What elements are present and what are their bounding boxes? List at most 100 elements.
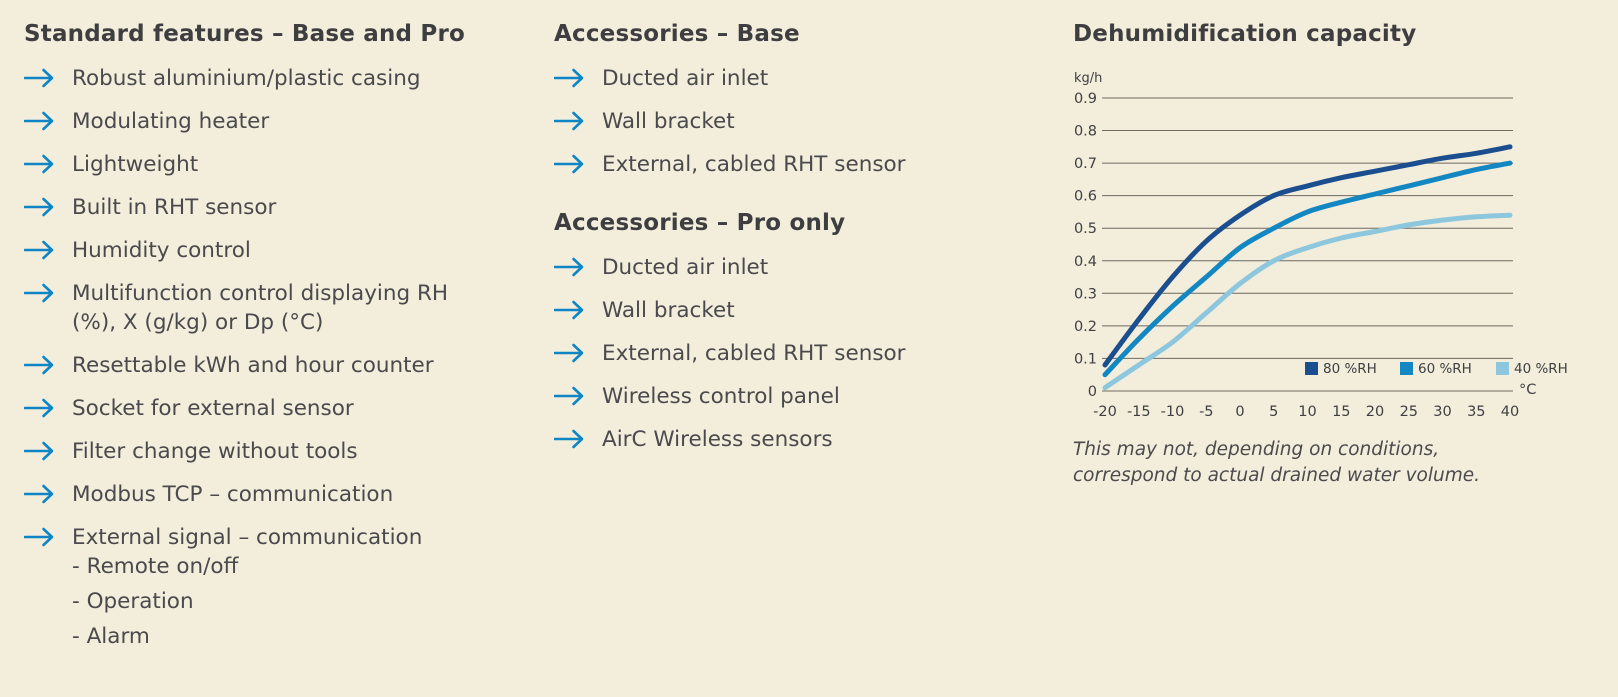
arrow-right-icon [24,279,72,304]
arrow-right-icon [24,193,72,218]
y-tick-label: 0 [1088,384,1097,400]
list-item: Resettable kWh and hour counter [24,351,554,380]
legend-label: 80 %RH [1323,361,1377,377]
list-item-label: Wall bracket [602,109,735,134]
x-tick-label: 0 [1235,404,1244,420]
list-item: Multifunction control displaying RH (%),… [24,279,554,337]
arrow-right-icon [554,425,602,450]
x-axis-unit-label: °C [1519,382,1536,398]
x-tick-label: 5 [1269,404,1278,420]
list-item: Wall bracket [554,296,1073,325]
list-item-label: Wireless control panel [602,384,840,409]
x-tick-label: -10 [1161,404,1185,420]
list-item: AirC Wireless sensors [554,425,1073,454]
list-item: Wall bracket [554,107,1073,136]
list-item-label: Socket for external sensor [72,396,354,421]
features-title: Standard features – Base and Pro [24,21,466,47]
accessories-base-list: Ducted air inlet Wall bracket External, … [554,64,1073,179]
x-tick-label: 35 [1467,404,1485,420]
legend-label: 60 %RH [1418,361,1472,377]
x-tick-label: -15 [1127,404,1151,420]
accessories-base-group: Accessories – Base Ducted air inlet Wall… [554,20,1073,179]
y-tick-label: 0.3 [1074,286,1097,302]
list-item: External, cabled RHT sensor [554,150,1073,179]
list-item: Ducted air inlet [554,64,1073,93]
curve-60-rh [1102,160,1513,378]
arrow-right-icon [554,382,602,407]
arrow-right-icon [554,253,602,278]
list-item: Wireless control panel [554,382,1073,411]
accessories-pro-group: Accessories – Pro only Ducted air inlet … [554,209,1073,454]
accessories-pro-list: Ducted air inlet Wall bracket External, … [554,253,1073,454]
arrow-right-icon [24,150,72,175]
dehumidification-capacity-chart: 0.90.80.70.60.50.40.30.20.10kg/h-20-15-1… [1074,71,1568,420]
y-tick-label: 0.6 [1074,189,1097,205]
y-axis-unit-label: kg/h [1074,71,1102,86]
list-item: Humidity control [24,236,554,265]
arrow-right-icon [554,107,602,132]
list-item: External signal – communication - Remote… [24,523,554,657]
curve-80-rh [1102,144,1513,368]
list-item-label: Lightweight [72,152,199,177]
features-list: Robust aluminium/plastic casing Modulati… [24,64,554,657]
legend-swatch [1305,362,1318,375]
list-item: Socket for external sensor [24,394,554,423]
list-item-label: Resettable kWh and hour counter [72,353,434,378]
list-item-label: Ducted air inlet [602,255,769,280]
list-item: Modulating heater [24,107,554,136]
x-tick-label: 15 [1332,404,1350,420]
chart-caption: This may not, depending on conditions, c… [1073,439,1480,486]
accessories-base-title: Accessories – Base [554,21,800,47]
list-item: Filter change without tools [24,437,554,466]
arrow-right-icon [24,351,72,376]
x-tick-label: 25 [1400,404,1418,420]
list-item: Robust aluminium/plastic casing [24,64,554,93]
x-tick-label: -20 [1093,404,1117,420]
list-item-label: External, cabled RHT sensor [602,152,906,177]
y-tick-label: 0.1 [1074,351,1097,367]
list-item-label: Multifunction control displaying RH (%),… [72,281,449,335]
legend-swatch [1496,362,1509,375]
arrow-right-icon [24,64,72,89]
list-item: Lightweight [24,150,554,179]
arrow-right-icon [554,296,602,321]
legend-label: 40 %RH [1514,361,1568,377]
legend-swatch [1400,362,1413,375]
list-item-label: Robust aluminium/plastic casing [72,66,421,91]
y-tick-label: 0.2 [1074,319,1097,335]
list-item: Modbus TCP – communication [24,480,554,509]
list-item: External, cabled RHT sensor [554,339,1073,368]
y-tick-label: 0.9 [1074,91,1097,107]
sub-list-item: - Operation [72,589,194,614]
arrow-right-icon [24,437,72,462]
x-tick-label: -5 [1199,404,1213,420]
accessories-pro-title: Accessories – Pro only [554,210,846,236]
sub-list-item: - Alarm [72,624,150,649]
list-item: Ducted air inlet [554,253,1073,282]
y-tick-label: 0.4 [1074,254,1097,270]
arrow-right-icon [24,480,72,505]
arrow-right-icon [24,523,72,548]
x-tick-label: 10 [1298,404,1316,420]
chart-title: Dehumidification capacity [1073,21,1417,47]
features-section: Standard features – Base and Pro Robust … [24,20,554,671]
x-tick-label: 30 [1433,404,1451,420]
sub-list-item: - Remote on/off [72,554,239,579]
list-item-label: External signal – communication [72,525,423,550]
arrow-right-icon [554,339,602,364]
list-item-label: Built in RHT sensor [72,195,277,220]
arrow-right-icon [554,64,602,89]
list-item-label: External, cabled RHT sensor [602,341,906,366]
y-tick-label: 0.8 [1074,124,1097,140]
list-item-label: Wall bracket [602,298,735,323]
x-tick-label: 40 [1501,404,1519,420]
arrow-right-icon [24,107,72,132]
list-item: Built in RHT sensor [24,193,554,222]
list-item-label: Filter change without tools [72,439,358,464]
x-tick-label: 20 [1366,404,1384,420]
arrow-right-icon [24,236,72,261]
brochure-page: Standard features – Base and Pro Robust … [24,20,1618,671]
arrow-right-icon [24,394,72,419]
curve-40-rh [1102,212,1513,391]
